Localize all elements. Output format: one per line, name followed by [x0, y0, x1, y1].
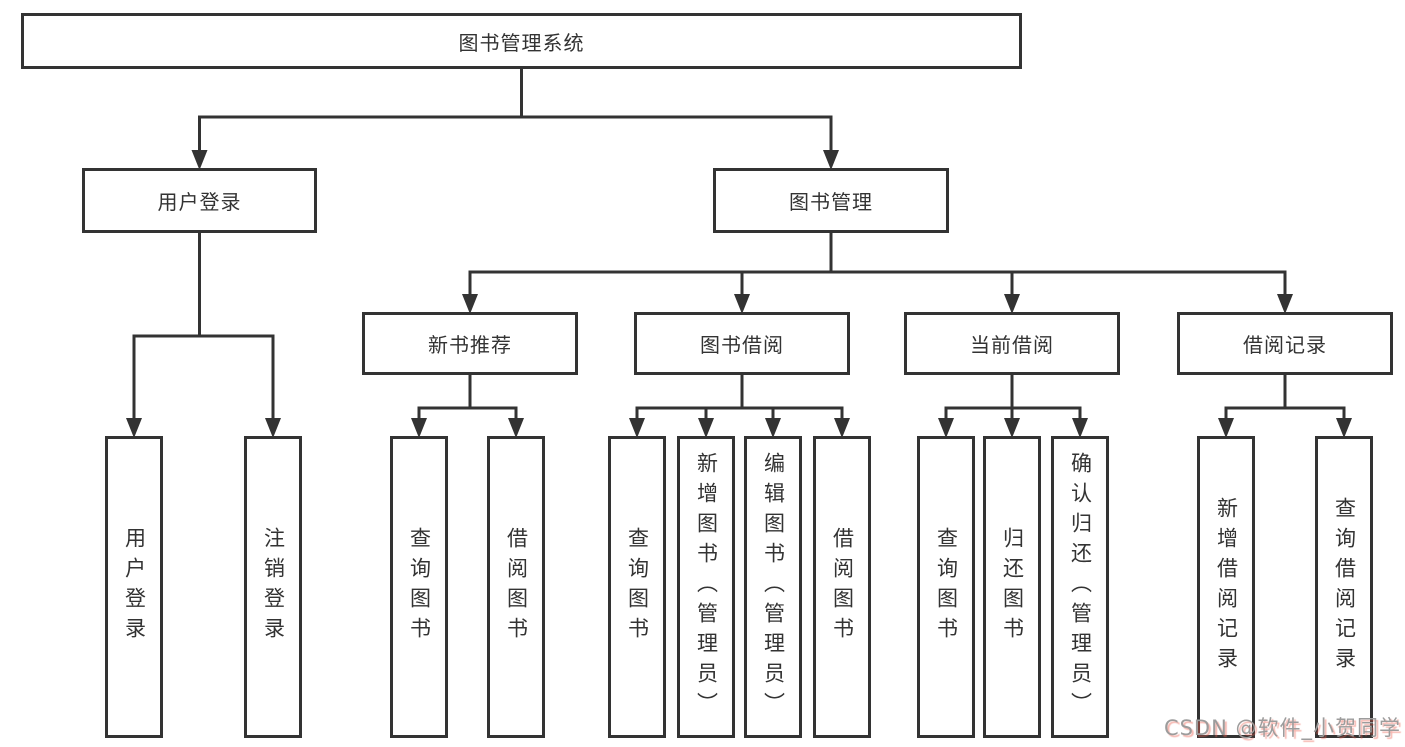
node-borrow-record: 借阅记录	[1177, 312, 1393, 375]
node-cb-query-book: 查询图书	[917, 436, 975, 738]
node-br-query-record: 查询借阅记录	[1315, 436, 1373, 738]
node-cb-confirm-return-admin: 确认归还（管理员）	[1051, 436, 1109, 738]
node-nb-borrow-book: 借阅图书	[487, 436, 545, 738]
node-bb-edit-book-admin: 编辑图书（管理员）	[744, 436, 802, 738]
node-logout: 注销登录	[244, 436, 302, 738]
node-bb-add-book-admin: 新增图书（管理员）	[677, 436, 735, 738]
node-root: 图书管理系统	[21, 13, 1022, 69]
csdn-watermark: CSDN @软件_小贺同学	[1163, 716, 1401, 740]
node-nb-query-book: 查询图书	[390, 436, 448, 738]
node-br-add-record: 新增借阅记录	[1197, 436, 1255, 738]
node-new-book-recommend: 新书推荐	[362, 312, 578, 375]
node-current-borrow: 当前借阅	[904, 312, 1120, 375]
node-book-management: 图书管理	[713, 168, 949, 233]
node-cb-return-book: 归还图书	[983, 436, 1041, 738]
node-book-borrow: 图书借阅	[634, 312, 850, 375]
node-user-login-leaf: 用户登录	[105, 436, 163, 738]
node-user-login: 用户登录	[82, 168, 317, 233]
node-bb-query-book: 查询图书	[608, 436, 666, 738]
node-bb-borrow-book: 借阅图书	[813, 436, 871, 738]
